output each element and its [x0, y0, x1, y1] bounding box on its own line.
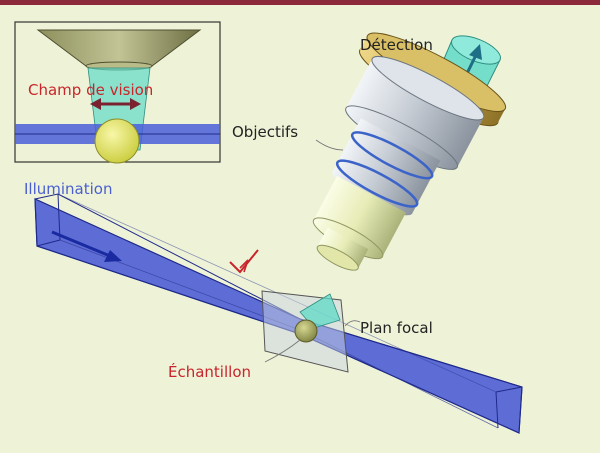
leader-lines [264, 139, 361, 363]
sample-label: Échantillon [168, 362, 251, 381]
detection-label: Détection [360, 36, 433, 54]
field-of-view-inset [14, 21, 221, 164]
illumination-label: Illumination [24, 180, 112, 198]
illumination-arrow [51, 230, 122, 262]
objectives-label: Objectifs [232, 123, 298, 141]
objective-lens [312, 32, 507, 271]
right-angle-marker [229, 249, 259, 274]
field-of-view-label: Champ de vision [28, 81, 153, 99]
sample-sphere [294, 319, 318, 343]
focal-plane-label: Plan focal [360, 319, 433, 337]
top-accent-bar [0, 0, 600, 5]
